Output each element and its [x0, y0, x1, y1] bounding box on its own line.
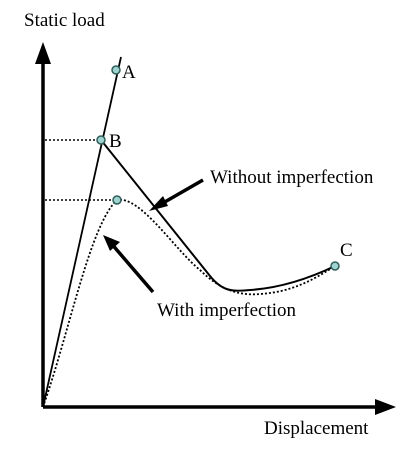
point-b-label: B	[109, 131, 122, 152]
y-axis-arrowhead	[35, 42, 51, 64]
point-a-marker	[111, 65, 121, 75]
arrow-with-imperfection	[108, 240, 155, 294]
x-axis-label: Displacement	[264, 418, 369, 439]
point-b-marker	[96, 135, 106, 145]
y-axis-label: Static load	[24, 10, 105, 31]
arrow-with-imperfection-head	[103, 235, 120, 251]
curve-without-imperfection	[100, 139, 336, 292]
linear-path-a	[42, 56, 122, 408]
x-axis-arrowhead	[375, 399, 396, 415]
point-c-marker	[330, 261, 340, 271]
label-without-imperfection: Without imperfection	[210, 167, 374, 188]
curve-with-imperfection	[42, 199, 336, 408]
point-a-label: A	[122, 62, 136, 83]
peak-marker	[112, 195, 122, 205]
arrow-without-imperfection-head	[149, 196, 168, 211]
point-c-label: C	[340, 240, 353, 261]
label-with-imperfection: With imperfection	[157, 300, 297, 321]
